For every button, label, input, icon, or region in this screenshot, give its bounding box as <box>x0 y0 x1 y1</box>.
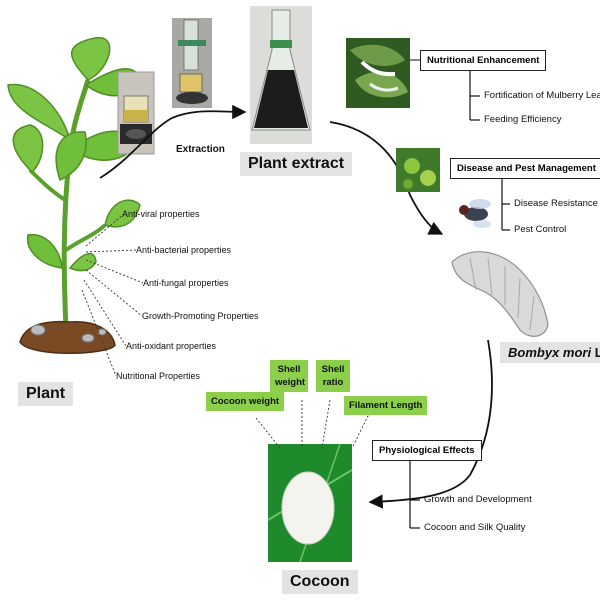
property-anti-fungal: Anti-fungal properties <box>143 278 229 288</box>
plant-extract-label: Plant extract <box>240 152 353 176</box>
extraction-label: Extraction <box>176 144 225 155</box>
cocoon-photo <box>267 443 353 563</box>
param-shell-ratio-line2: ratio <box>322 377 344 388</box>
disease-item-pest-control: Pest Control <box>514 224 567 235</box>
plant-label: Plant <box>18 382 74 406</box>
param-filament-length: Filament Length <box>344 396 428 415</box>
cocoon-label: Cocoon <box>282 570 358 594</box>
param-shell-weight-line2: weight <box>275 377 306 388</box>
bombyx-species: Bombyx mori <box>508 345 592 360</box>
param-shell-ratio-line1: Shell <box>321 364 345 375</box>
fly-icon <box>459 199 491 228</box>
property-growth-promoting: Growth-Promoting Properties <box>142 311 259 321</box>
disease-pest-box: Disease and Pest Management <box>450 158 600 179</box>
property-anti-oxidant: Anti-oxidant properties <box>126 341 217 351</box>
param-cocoon-weight: Cocoon weight <box>206 392 285 411</box>
nutritional-item-feeding: Feeding Efficiency <box>484 114 562 125</box>
physiological-bracket <box>409 458 420 529</box>
nutritional-bracket <box>469 66 480 121</box>
mulberry-leaves-photo <box>346 38 410 108</box>
pathogen-photo <box>396 148 440 192</box>
lab-photo-apparatus <box>172 18 212 108</box>
physiological-effects-box: Physiological Effects <box>372 440 482 461</box>
property-anti-bacterial: Anti-bacterial properties <box>136 245 232 255</box>
nutritional-enhancement-box: Nutritional Enhancement <box>420 50 547 71</box>
property-connector-lines <box>81 213 144 377</box>
silkworm-to-cocoon-arrow <box>368 339 493 509</box>
lab-photo-beaker <box>117 71 155 155</box>
nutritional-item-fortification: Fortification of Mulberry Leaves <box>484 90 600 101</box>
silkworm-illustration <box>451 251 549 337</box>
plant-illustration <box>7 37 141 354</box>
param-shell-weight: Shell weight <box>270 360 308 392</box>
property-nutritional: Nutritional Properties <box>116 371 201 381</box>
extraction-arrow <box>99 104 247 179</box>
param-shell-weight-line1: Shell <box>277 364 301 375</box>
property-anti-viral: Anti-viral properties <box>122 209 200 219</box>
cocoon-param-lines <box>255 399 371 449</box>
bombyx-label: Bombyx mori L. <box>500 342 600 363</box>
physiological-item-cocoon-silk: Cocoon and Silk Quality <box>424 522 526 533</box>
param-shell-ratio: Shell ratio <box>316 360 350 392</box>
flask-photo <box>250 6 312 144</box>
disease-bracket <box>501 178 510 231</box>
physiological-item-growth: Growth and Development <box>424 494 532 505</box>
bombyx-suffix: L. <box>594 345 600 360</box>
disease-item-resistance: Disease Resistance <box>514 198 598 209</box>
